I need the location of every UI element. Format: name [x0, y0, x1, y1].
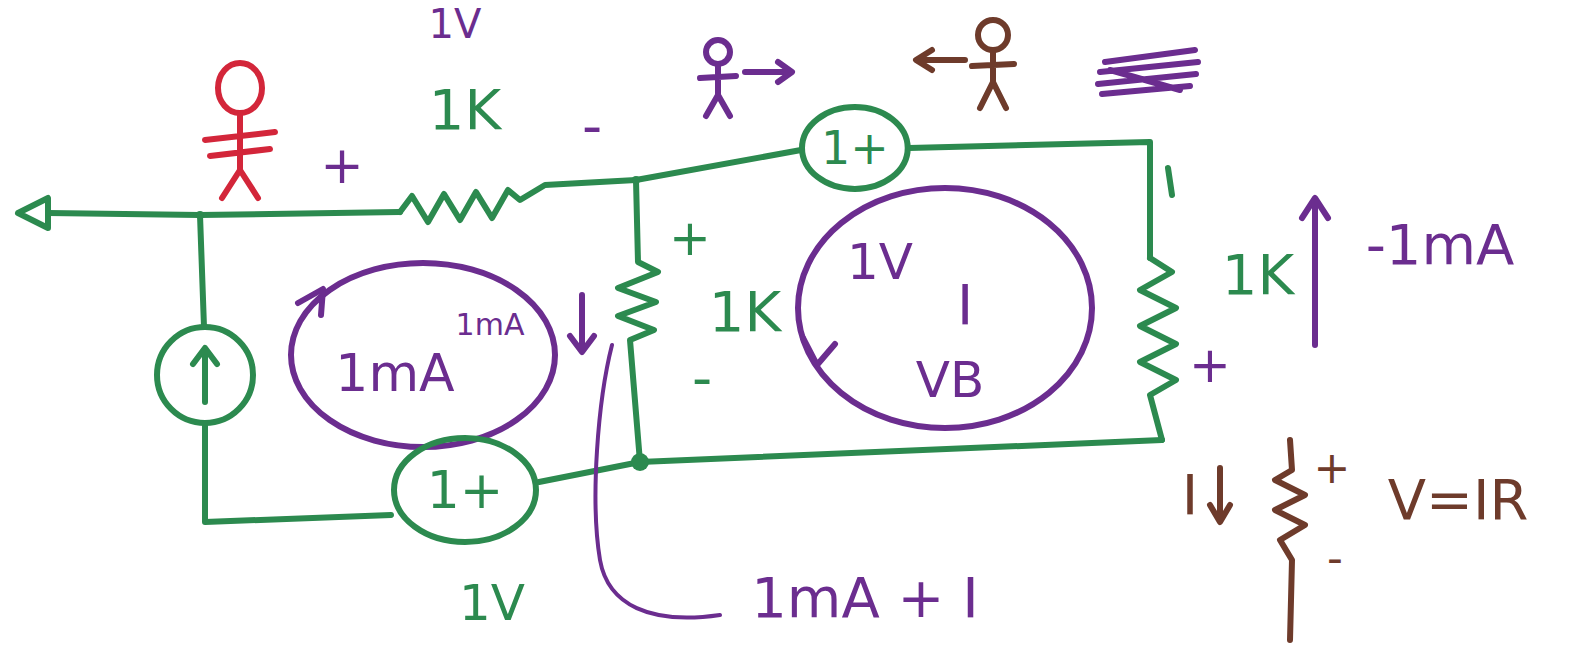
mesh-loop: 1mA1mA [287, 259, 559, 451]
scribble [1098, 50, 1198, 94]
loop-label: 1mA [335, 347, 454, 399]
legend-current: I [1182, 467, 1199, 523]
resistor-value: 1K [709, 284, 781, 340]
wire [200, 215, 204, 327]
wire [48, 212, 400, 215]
direction-arrow [916, 50, 965, 70]
stick-figure [978, 20, 1008, 50]
stick-figure [972, 50, 1014, 108]
polarity-sign: + [1314, 446, 1351, 490]
junction-dot [631, 453, 649, 471]
ground-arrow-symbol [18, 198, 48, 228]
stick-figure [706, 40, 730, 64]
wire [640, 440, 1162, 462]
resistor-symbol [1275, 440, 1305, 640]
loop-outline [291, 263, 555, 447]
resistor-value: 1K [1222, 247, 1294, 303]
polarity-sign: + [320, 139, 364, 191]
current-label: 1mA + I [751, 570, 979, 626]
source-outline [802, 107, 908, 189]
polarity-sign: + [669, 213, 711, 263]
ohms-law: V=IR [1388, 472, 1529, 528]
source-label: 1+ [821, 125, 889, 171]
voltage-label: 1V [459, 578, 525, 628]
resistor-symbol [1140, 258, 1176, 440]
leader-line [596, 345, 720, 618]
source-label: 1+ [427, 464, 504, 516]
loop-label: I [957, 278, 973, 333]
current-label: -1mA [1366, 217, 1515, 273]
voltage-source: 1+ [798, 103, 912, 193]
wire [636, 150, 801, 180]
resistor-value: 1K [429, 82, 501, 138]
polarity-sign: + [1189, 340, 1231, 390]
junction-dot [196, 211, 204, 219]
wire [909, 142, 1150, 258]
loop-outline [798, 188, 1092, 428]
wire [539, 462, 640, 482]
voltage-source: 1+ [390, 434, 540, 546]
resistor-symbol [618, 180, 658, 462]
loop-arrowhead [298, 289, 323, 315]
resistor-symbol [400, 180, 636, 222]
current-arrow [1302, 198, 1328, 345]
direction-arrow [745, 62, 792, 82]
loop-label: 1mA [456, 310, 525, 340]
loop-arrowhead [803, 338, 835, 365]
mesh-loop: 1V I VB [794, 184, 1096, 432]
junction-dot [632, 176, 640, 184]
current-arrow [1210, 468, 1230, 522]
stick-figure [205, 113, 275, 198]
stick-figure [700, 64, 736, 116]
loop-label: VB [916, 355, 985, 405]
current-arrow [570, 295, 594, 352]
current-source-arrow [193, 348, 217, 402]
voltage-label: 1V [429, 4, 482, 44]
polarity-sign: - [692, 350, 712, 406]
loop-label: 1V [847, 237, 913, 287]
polarity-sign: - [582, 98, 602, 154]
polarity-sign: - [1327, 536, 1343, 580]
stick-figure [218, 63, 262, 113]
current-source-symbol [157, 327, 253, 423]
source-outline [394, 438, 536, 542]
tick-mark [1168, 168, 1172, 195]
